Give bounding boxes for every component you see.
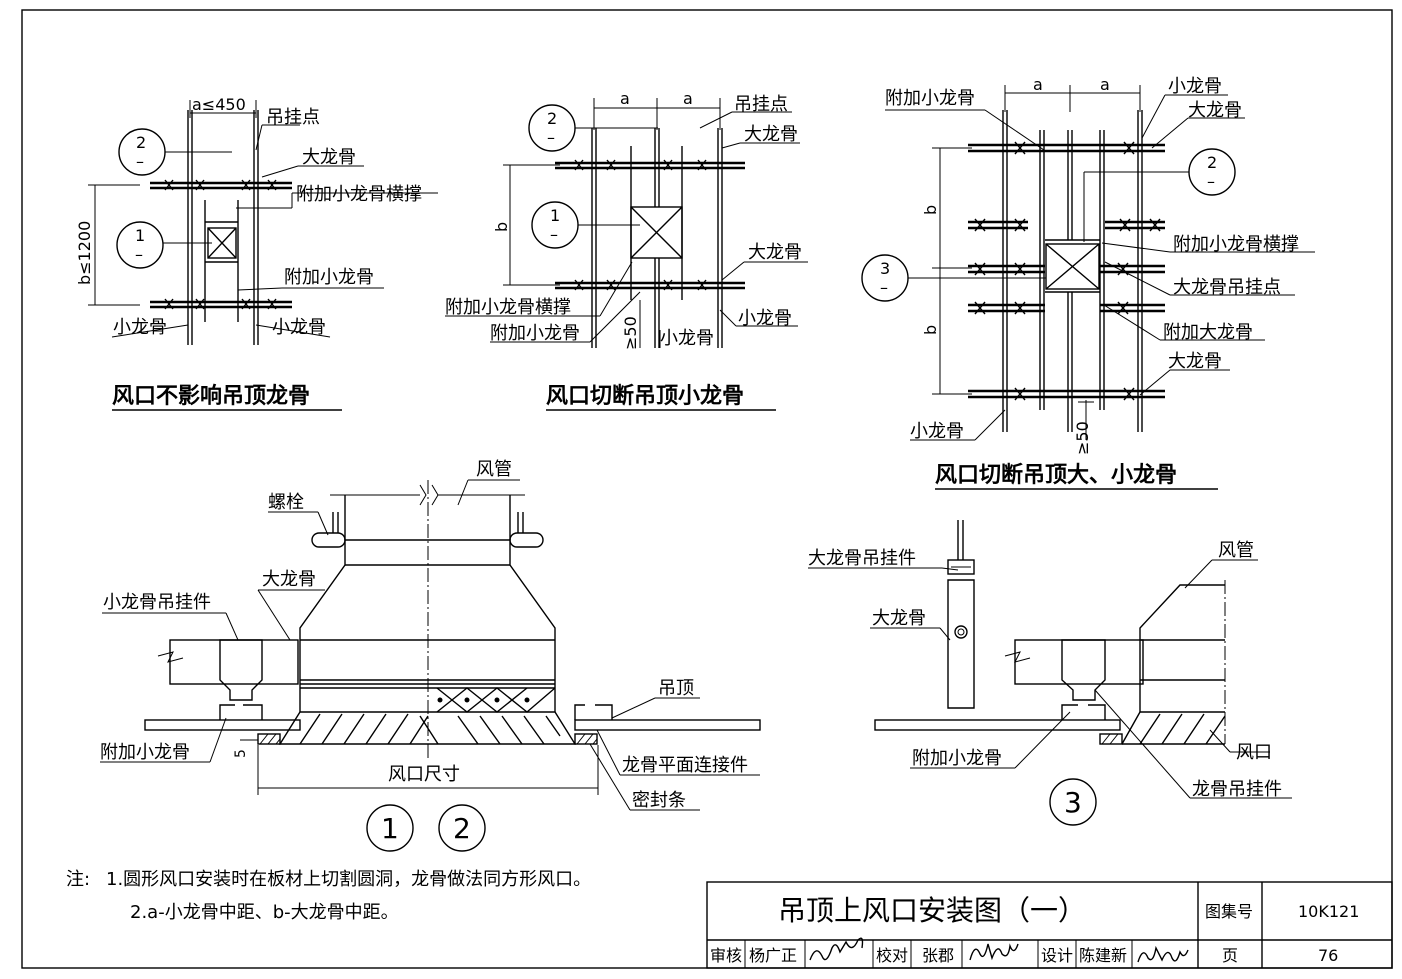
label-small-joist-top: 小龙骨 [1168,76,1222,97]
callout-3: 3 [880,259,890,278]
notes-prefix: 注: [66,869,90,890]
label-small-joist-hanger: 小龙骨吊挂件 [103,592,211,613]
signature-review [809,937,864,961]
diagram-3-title: 风口切断吊顶大、小龙骨 [935,462,1177,488]
page-label: 页 [1222,946,1238,965]
label-main-joist-hang-point: 大龙骨吊挂点 [1173,277,1281,298]
label-bolt: 螺栓 [268,492,304,513]
diagram-2-title: 风口切断吊顶小龙骨 [546,383,744,409]
label-extra-joist-brace: 附加小龙骨横撑 [296,184,422,205]
callout-1: 1 [135,226,145,245]
label-small-joist-bottom: 小龙骨 [910,421,964,442]
diagram-2: a a b ≥50 2 – 1 – 吊挂点 大龙骨 大龙骨 附加小龙骨横撑 附加… [445,89,808,411]
dim-b-1200: b≤1200 [75,221,94,285]
design-label: 设计 [1041,946,1073,965]
label-small-joist-right: 小龙骨 [272,317,326,338]
label-extra-small-joist: 附加小龙骨 [284,267,374,288]
dim-50: ≥50 [1073,421,1092,455]
label-small-joist-right: 小龙骨 [738,308,792,329]
label-extra-joist-brace: 附加小龙骨横撑 [445,297,571,318]
label-main-joist-hanger: 大龙骨吊挂件 [808,548,916,569]
label-main-joist: 大龙骨 [302,147,356,168]
label-ceiling: 吊顶 [658,678,694,699]
label-extra-small-joist: 附加小龙骨 [100,742,190,763]
label-main-joist: 大龙骨 [872,608,926,629]
label-extra-main-joist: 附加大龙骨 [1163,322,1253,343]
label-joist-connector: 龙骨平面连接件 [622,755,748,776]
section-mark-1: 1 [381,812,399,845]
section-3: 大龙骨吊挂件 风管 大龙骨 附加小龙骨 风口 龙骨吊挂件 3 [808,520,1292,826]
design-name: 陈建新 [1079,946,1127,965]
section-1-2: 5 风口尺寸 风管 螺栓 大龙骨 小龙骨吊挂件 吊顶 附加小龙骨 龙骨平面连接件… [100,459,761,852]
dim-b: b [492,222,511,232]
callout-dash: – [880,278,888,297]
dim-a-right: a [683,89,693,108]
callout-dash: – [1207,172,1215,191]
dim-a-left: a [1033,75,1043,94]
label-small-joist-left: 小龙骨 [113,317,167,338]
dim-outlet-size: 风口尺寸 [388,764,460,785]
callout-2: 2 [136,133,146,152]
label-extra-small-joist: 附加小龙骨 [885,88,975,109]
signature-check [969,943,1019,961]
diagram-3: a a b b ≥50 2 – 3 – 附加小龙骨 小龙骨 大龙骨 附加小龙骨横… [861,75,1315,490]
label-hang-point: 吊挂点 [734,94,788,115]
review-name: 杨广正 [749,946,797,965]
review-label: 审核 [710,946,742,965]
label-extra-small-joist: 附加小龙骨 [912,748,1002,769]
notes: 注: 1.圆形风口安装时在板材上切割圆洞，龙骨做法同方形风口。 2.a-小龙骨中… [66,869,591,923]
callout-2: 2 [1207,153,1217,172]
callout-dash: – [550,225,558,244]
diagram-1: a≤450 b≤1200 2 – 1 – 吊挂点 大龙骨 附加小龙骨横撑 附加小… [75,95,438,411]
dim-a-left: a [620,89,630,108]
atlas-label: 图集号 [1205,902,1253,921]
label-outlet: 风口 [1236,742,1272,763]
label-main-joist: 大龙骨 [262,569,316,590]
callout-1: 1 [550,206,560,225]
dim-a-right: a [1100,75,1110,94]
label-joist-hanger: 龙骨吊挂件 [1192,779,1282,800]
page-number: 76 [1318,946,1338,965]
check-name: 张郡 [922,946,954,965]
atlas-number: 10K121 [1298,902,1359,921]
dim-b-top: b [921,205,940,215]
label-duct: 风管 [1218,540,1254,561]
label-sealing-strip: 密封条 [632,790,686,811]
callout-dash: – [547,128,555,147]
title-block: 吊顶上风口安装图（一） 图集号 10K121 页 76 审核 杨广正 校对 张郡… [706,881,1393,969]
callout-dash: – [136,152,144,171]
label-small-joist-bottom: 小龙骨 [660,328,714,349]
label-extra-small-joist: 附加小龙骨 [490,323,580,344]
section-mark-3: 3 [1064,786,1082,819]
label-main-joist-top: 大龙骨 [744,124,798,145]
signature-design [1137,945,1189,963]
check-label: 校对 [876,946,908,965]
diagram-1-title: 风口不影响吊顶龙骨 [112,383,310,409]
label-main-joist-bottom: 大龙骨 [1168,351,1222,372]
dim-a-450: a≤450 [192,95,246,114]
callout-2: 2 [547,109,557,128]
dim-b-bottom: b [921,325,940,335]
label-hang-point: 吊挂点 [266,107,320,128]
note-1: 1.圆形风口安装时在板材上切割圆洞，龙骨做法同方形风口。 [106,869,591,890]
label-main-joist-top: 大龙骨 [1188,100,1242,121]
callout-dash: – [135,245,143,264]
label-main-joist-bottom: 大龙骨 [748,242,802,263]
label-extra-joist-brace: 附加小龙骨横撑 [1173,234,1299,255]
section-mark-2: 2 [453,812,471,845]
label-duct: 风管 [476,459,512,480]
note-2: 2.a-小龙骨中距、b-大龙骨中距。 [130,902,399,923]
dim-5: 5 [233,749,249,758]
dim-50: ≥50 [621,316,640,350]
drawing-title: 吊顶上风口安装图（一） [778,894,1086,927]
